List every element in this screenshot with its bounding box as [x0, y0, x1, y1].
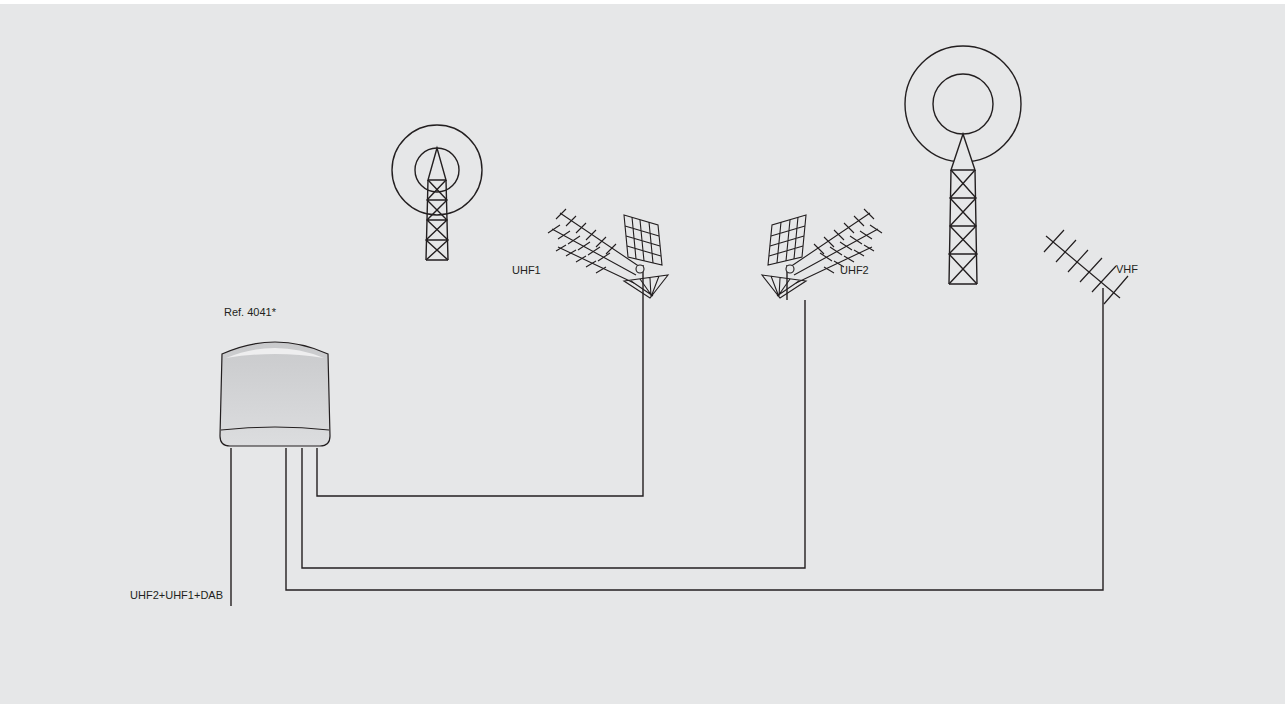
- vhf-antenna: VHF: [1040, 230, 1150, 340]
- node-label: UHF1: [512, 263, 541, 277]
- node-label: Ref. 4041*: [224, 305, 276, 319]
- node-label: UHF2: [840, 263, 869, 277]
- vhf-antenna: [1040, 230, 1150, 340]
- amplifier-box: Ref. 4041*: [218, 336, 332, 448]
- amplifier-housing: [218, 336, 332, 448]
- transmitter-tower: [392, 125, 482, 260]
- uhf-antenna: UHF1: [500, 195, 670, 300]
- transmitter-tower: [905, 46, 1021, 284]
- signal-label: UHF2+UHF1+DAB: [130, 588, 223, 602]
- uhf-antenna: UHF2: [760, 195, 930, 300]
- output-cable: [230, 448, 231, 606]
- uhf-antenna: [500, 195, 670, 300]
- uhf-antenna: [760, 195, 930, 300]
- antenna-cable: [317, 300, 643, 496]
- node-label: VHF: [1116, 262, 1138, 276]
- antenna-cable: [302, 300, 805, 568]
- antenna-cable: [286, 340, 1103, 590]
